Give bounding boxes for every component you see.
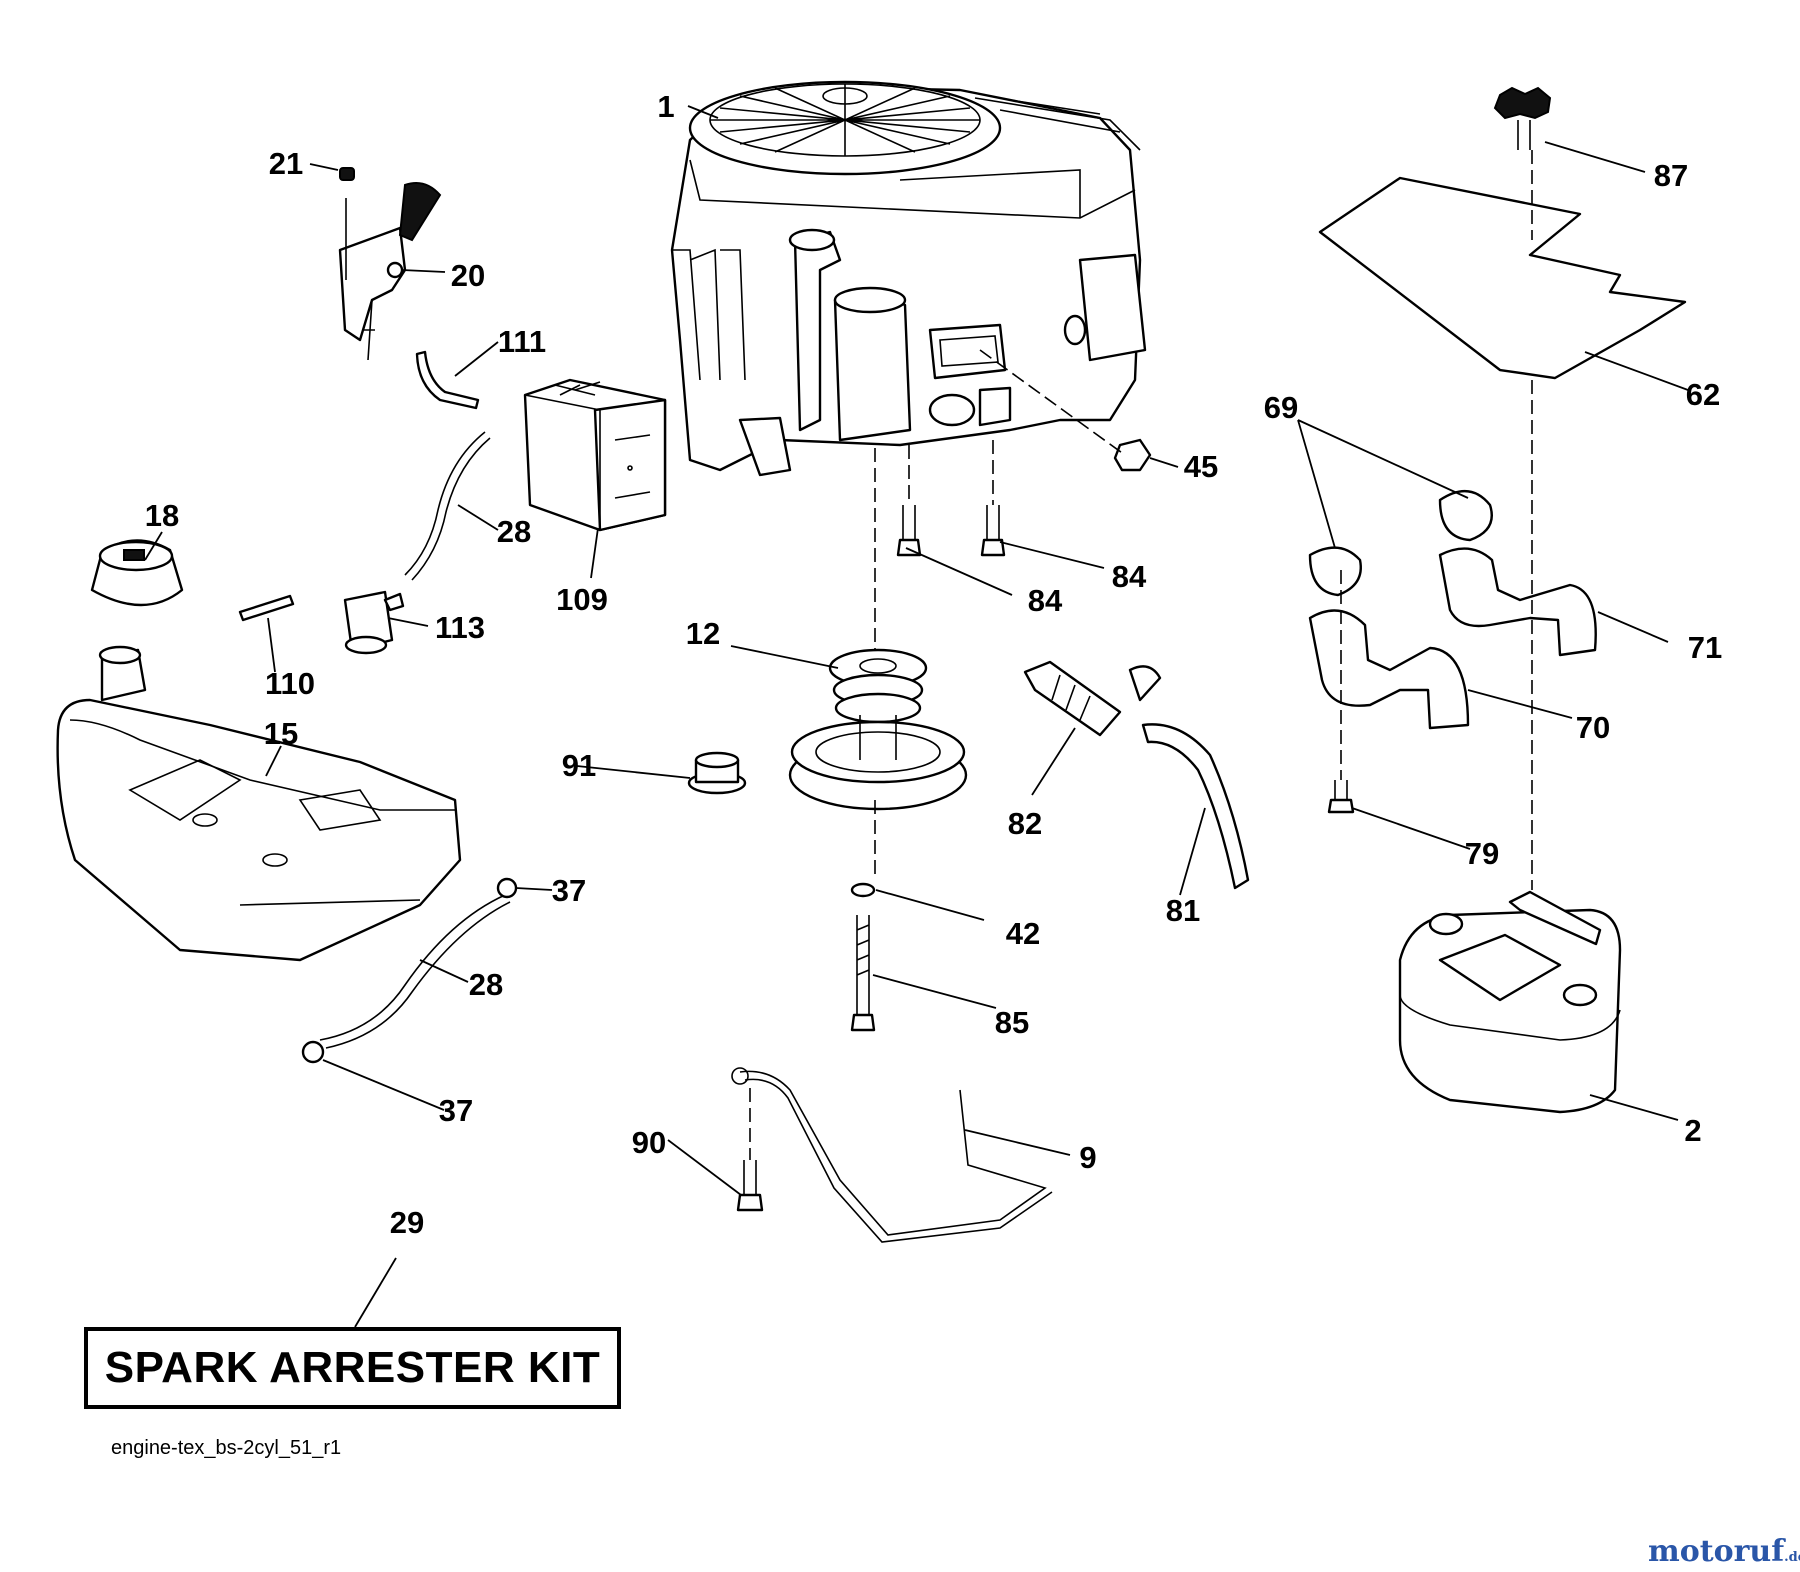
fuel-cap-part — [90, 539, 184, 607]
gasket-part — [1438, 490, 1493, 542]
part-label: 42 — [1006, 916, 1040, 951]
exhaust-pipe-part — [1308, 609, 1470, 730]
part-label: 84 — [1112, 559, 1147, 594]
part-label: 82 — [1008, 806, 1042, 841]
brand-suffix: .de — [1784, 1550, 1800, 1565]
leader-lines — [144, 105, 1689, 1328]
part-label: 111 — [498, 324, 546, 359]
part-label: 18 — [145, 498, 179, 533]
part-label: 110 — [265, 666, 315, 701]
pulley-part — [788, 648, 968, 811]
part-label: 85 — [995, 1005, 1029, 1040]
spark-arrester-kit-box: SPARK ARRESTER KIT — [84, 1327, 621, 1409]
part-label: 28 — [497, 514, 531, 549]
part-label: 15 — [264, 716, 298, 751]
part-label: 90 — [632, 1125, 666, 1160]
gasket-part — [1308, 546, 1362, 597]
part-label: 37 — [439, 1093, 473, 1128]
throttle-control-part — [338, 167, 442, 361]
part-label: 91 — [562, 748, 596, 783]
drain-valve-part — [1023, 660, 1162, 737]
bolt-part — [736, 1160, 764, 1212]
canister-part — [523, 378, 667, 532]
part-label: 69 — [1264, 390, 1298, 425]
heat-shield-part — [1318, 176, 1687, 380]
engine-part — [670, 80, 1147, 477]
part-label: 109 — [556, 582, 608, 617]
part-label: 81 — [1166, 893, 1200, 928]
diagram-code: engine-tex_bs-2cyl_51_r1 — [111, 1437, 342, 1459]
nut-part — [1113, 438, 1152, 472]
part-label: 45 — [1184, 449, 1218, 484]
part-label: 71 — [1688, 630, 1722, 665]
part-label: 9 — [1079, 1140, 1096, 1175]
part-label: 113 — [435, 610, 485, 645]
exhaust-pipe-part — [1438, 547, 1597, 657]
brand-watermark: motoruf.de — [1648, 1534, 1800, 1569]
part-label: 21 — [269, 146, 303, 181]
part-label: 28 — [469, 967, 503, 1002]
bolt-part — [850, 915, 876, 1032]
assembly-lines — [749, 150, 1533, 1160]
part-label: 62 — [1686, 377, 1720, 412]
washer-part — [850, 882, 876, 898]
fuel-line-lower-part — [319, 894, 511, 1049]
brand-name: motoruf — [1648, 1534, 1785, 1569]
knob-part — [1493, 86, 1552, 150]
hose-clamp-part — [496, 877, 518, 899]
muffler-part — [1398, 890, 1622, 1114]
part-label: 87 — [1654, 158, 1688, 193]
part-label: 1 — [657, 89, 674, 124]
part-label: 20 — [451, 258, 485, 293]
part-label: 79 — [1465, 836, 1499, 871]
part-label: 70 — [1576, 710, 1610, 745]
part-label: 12 — [686, 616, 720, 651]
fuel-line-part — [404, 431, 491, 581]
fuel-filter-part — [343, 590, 405, 655]
hose-clamp-part — [301, 1040, 325, 1064]
shutoff-part — [238, 594, 295, 622]
bolt-part — [1327, 780, 1355, 814]
spark-arrester-kit-title: SPARK ARRESTER KIT — [104, 1343, 601, 1392]
mount-bolt-part — [896, 505, 1006, 557]
rod-part — [739, 1070, 1053, 1243]
drain-hose-part — [1141, 723, 1250, 890]
part-label: 84 — [1028, 583, 1063, 618]
part-label: 2 — [1684, 1113, 1701, 1148]
fuel-tank-part — [56, 645, 462, 962]
part-labels: 1 21 20 111 28 109 18 113 110 15 91 12 8… — [145, 89, 1722, 1240]
part-label: 37 — [552, 873, 586, 908]
part-label: 29 — [390, 1205, 424, 1240]
hose-part — [415, 350, 480, 410]
bushing-part — [687, 751, 747, 795]
